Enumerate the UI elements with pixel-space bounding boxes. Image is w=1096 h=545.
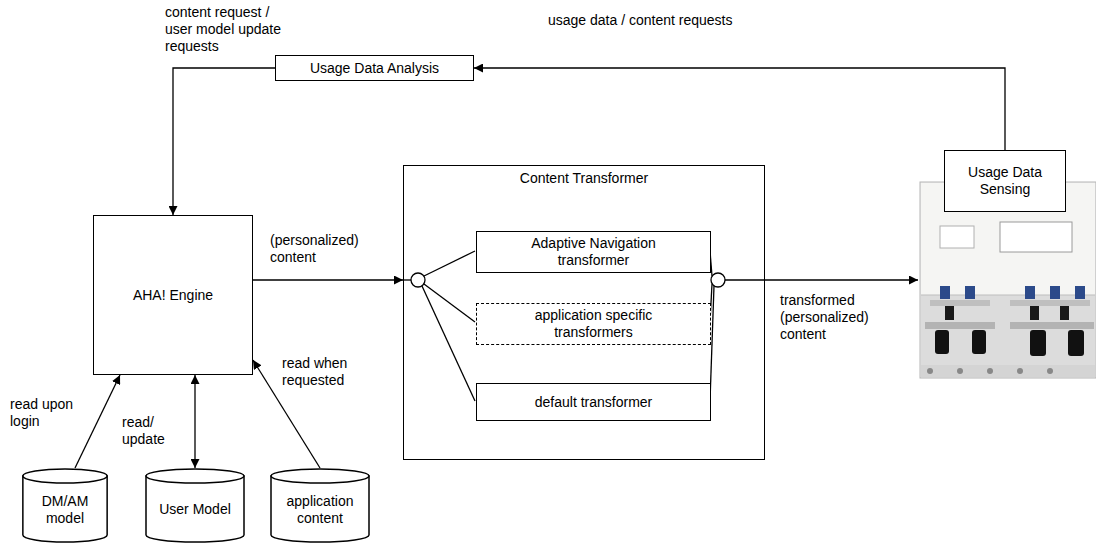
connector [173,68,275,215]
transformer-box: Adaptive Navigation transformer [476,231,711,273]
edge-label: read/ update [122,414,174,448]
connector [75,375,120,468]
group-heading: Content Transformer [520,170,648,187]
transformer-switch [403,251,918,401]
process-box: Usage Data Sensing [944,150,1066,212]
edge-label: content request / user model update requ… [165,4,295,55]
process-box: Usage Data Analysis [275,55,474,81]
database-cylinder: User Model [145,468,245,543]
edge-label: (personalized) content [270,232,370,266]
node-text: default transformer [535,394,653,411]
transformer-box: default transformer [476,383,711,421]
node-text: User Model [159,501,231,518]
connector [253,279,403,280]
group-box: Content TransformerAdaptive Navigation t… [403,165,765,460]
edge-label: read upon login [10,396,80,430]
node-text: application content [278,493,362,527]
connector [194,375,195,468]
engine-box: AHA! Engine [93,215,253,375]
edge-label: usage data / content requests [548,12,732,29]
node-text: AHA! Engine [133,287,213,304]
node-text: Adaptive Navigation transformer [514,235,674,269]
database-cylinder: application content [270,468,370,543]
annotation-label: transformed (personalized) content [780,292,880,343]
node-text: Usage Data Sensing [955,164,1055,198]
node-text: Usage Data Analysis [310,60,439,77]
connector [474,68,1005,150]
database-cylinder: DM/AM model [22,468,108,543]
transformer-box: application specific transformers [476,303,711,345]
edge-label: read when requested [282,355,367,389]
node-text: DM/AM model [35,493,95,527]
node-text: application specific transformers [519,307,669,341]
